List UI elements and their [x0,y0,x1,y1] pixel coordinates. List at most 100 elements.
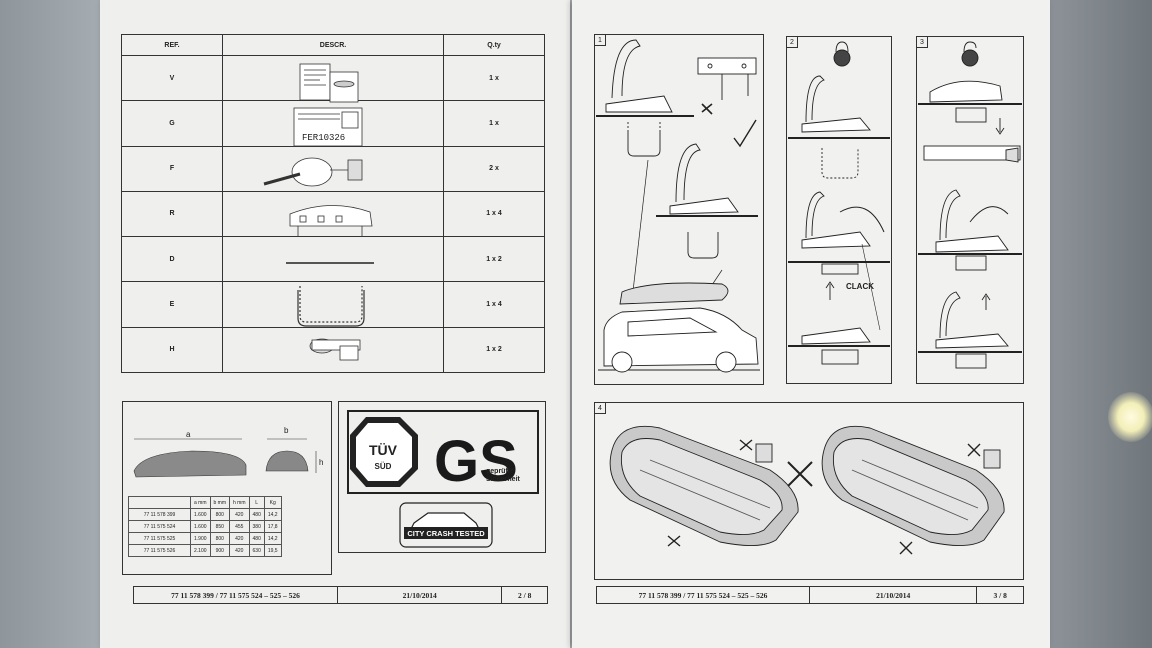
dims-cell: 14,2 [263,508,282,521]
qty-cell: 1 x [443,100,545,147]
dimensions-box [122,401,332,575]
parts-table-header: REF. DESCR. Q.ty [121,34,545,56]
dims-cell: 800 [209,532,231,545]
dims-header: b mm [209,496,231,509]
descr-cell [222,100,444,147]
gs-logo: GS geprüfte Sicherheit [434,429,521,494]
gs-sub2: Sicherheit [486,476,521,483]
step-3-number: 3 [916,36,928,48]
dims-cell: 1.900 [190,532,211,545]
dims-cell: 420 [229,532,250,545]
footer-page: 2 / 8 [518,590,532,600]
ref-cell: V [121,54,223,102]
dims-cell: 77 11 578 399 [128,508,191,521]
dims-cell: 1.600 [190,508,211,521]
gs-text: GS [434,429,518,494]
dims-header: L [248,496,265,509]
parts-table: REF. DESCR. Q.ty V 1 x G 1 x F 2 x R 1 x 4 D… [121,34,545,374]
roof-box-dimension-drawing: a b h [133,426,323,478]
dim-label-a: a [186,430,191,439]
dim-label-b: b [284,426,289,435]
descr-cell [222,190,444,238]
dims-cell: 630 [248,544,265,557]
step-4-number: 4 [594,402,606,414]
ref-cell: F [121,145,223,192]
dims-header-row: a mm b mm h mm L Kg [128,496,282,509]
ref-cell: H [121,326,223,374]
footer-refs: 77 11 578 399 / 77 11 575 524 – 525 – 52… [134,587,339,603]
header-descr: DESCR. [222,34,444,56]
header-ref: REF. [121,34,223,56]
crash-text: CITY CRASH TESTED [407,529,485,538]
ref-cell: G [121,100,223,147]
qty-cell: 1 x 4 [443,190,545,238]
certification-logos: TÜV SÜD GS geprüfte Sicherheit CITY CRAS… [347,410,539,548]
dims-cell: 900 [209,544,231,557]
gs-sub1: geprüfte [486,468,514,475]
dims-cell: 19,5 [263,544,282,557]
dims-cell: 480 [248,508,265,521]
dims-cell: 420 [229,544,250,557]
table-row: F 2 x [121,145,545,192]
descr-cell [222,236,444,283]
certification-box [338,401,546,553]
qty-cell: 2 x [443,145,545,192]
dims-header: Kg [263,496,282,509]
left-footer: 77 11 578 399 / 77 11 575 524 – 525 – 52… [133,586,548,604]
dim-label-h: h [319,458,323,467]
tuv-text: TÜV [369,442,398,458]
dims-header [128,496,191,509]
footer-date: 21/10/2014 [338,587,503,603]
table-row: V 1 x [121,54,545,102]
table-row: D 1 x 2 [121,236,545,283]
step-4-panel [594,402,1024,580]
qty-cell: 1 x [443,54,545,102]
city-crash-logo: CITY CRASH TESTED [399,502,493,548]
dims-cell: 380 [248,520,265,533]
dims-cell: 2.100 [190,544,211,557]
ref-cell: D [121,236,223,283]
step-2-panel [786,36,892,384]
step-1-panel [594,34,764,385]
dims-cell: 14,2 [263,532,282,545]
header-qty: Q.ty [443,34,545,56]
footer-date: 21/10/2014 [810,587,978,603]
descr-cell [222,54,444,102]
dims-cell: 420 [229,508,250,521]
qty-cell: 1 x 2 [443,236,545,283]
dims-cell: 480 [248,532,265,545]
dims-header: h mm [229,496,250,509]
table-row: G 1 x [121,100,545,147]
dims-header: a mm [190,496,211,509]
dims-cell: 77 11 575 526 [128,544,191,557]
tuv-logo: TÜV SÜD [350,417,418,487]
footer-page: 3 / 8 [993,590,1007,600]
table-row: H 1 x 2 [121,326,545,374]
step-1-number: 1 [594,34,606,46]
qty-cell: 1 x 4 [443,281,545,328]
footer-refs: 77 11 578 399 / 77 11 575 524 – 525 – 52… [597,587,810,603]
dims-cell: 17,8 [263,520,282,533]
step-2-number: 2 [786,36,798,48]
qty-cell: 1 x 2 [443,326,545,374]
descr-cell [222,145,444,192]
dims-cell: 850 [209,520,231,533]
table-row: R 1 x 4 [121,190,545,238]
dims-cell: 1.600 [190,520,211,533]
descr-cell [222,326,444,374]
tuv-sub-text: SÜD [375,462,392,471]
step-3-panel [916,36,1024,384]
right-footer: 77 11 578 399 / 77 11 575 524 – 525 – 52… [596,586,1024,604]
dims-cell: 77 11 575 525 [128,532,191,545]
dims-cell: 77 11 575 524 [128,520,191,533]
light-glare [1108,392,1152,442]
descr-cell [222,281,444,328]
ref-cell: R [121,190,223,238]
dims-cell: 800 [209,508,231,521]
